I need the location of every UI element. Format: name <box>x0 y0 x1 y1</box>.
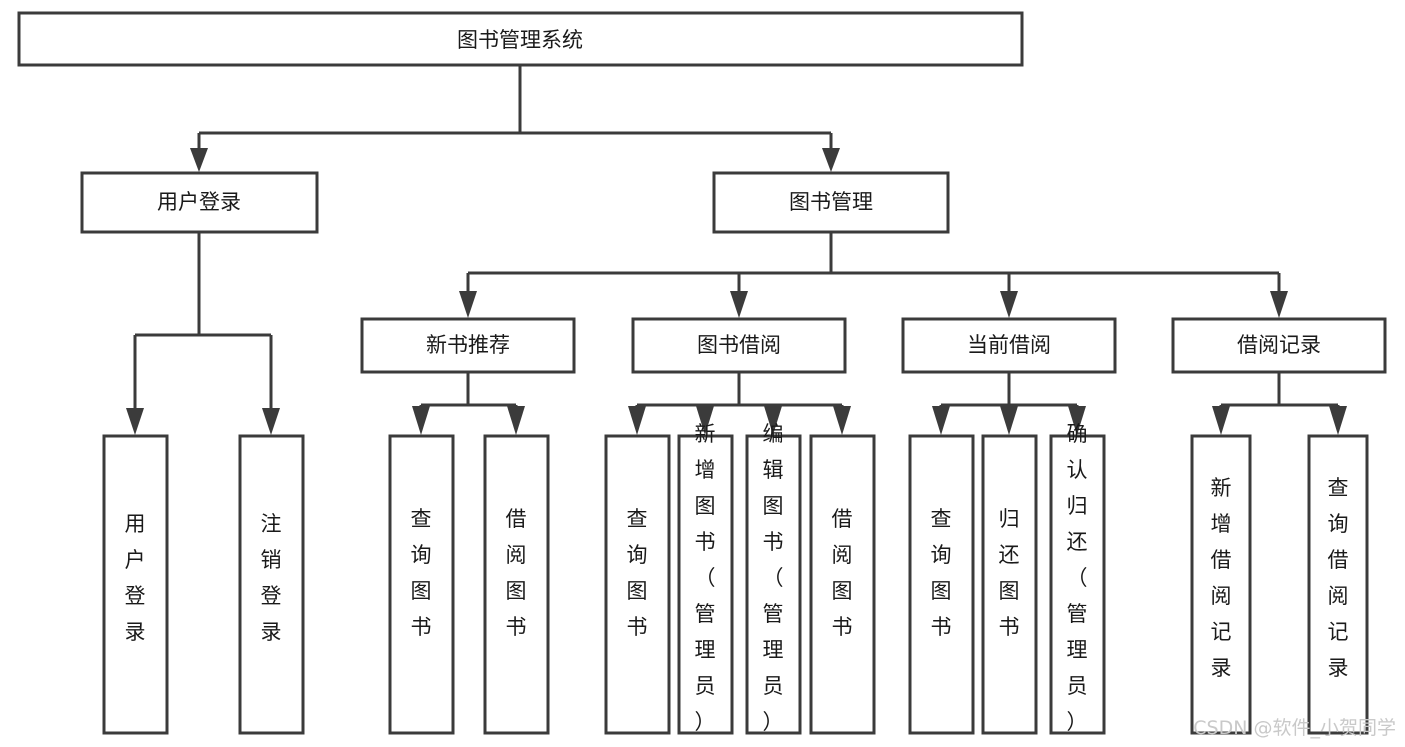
arrow-head-leaf-query-book-1 <box>412 406 430 435</box>
arrow-head-leaf-add-book <box>696 406 714 435</box>
connector-group <box>126 65 1347 435</box>
node-leaf-query-book-1-label: 查询图书 <box>411 507 432 639</box>
node-user-login-label: 用户登录 <box>157 190 241 214</box>
node-leaf-borrow-book-2-label: 借阅图书 <box>832 507 853 639</box>
arrow-head-leaf-query-book-3 <box>932 406 950 435</box>
node-leaf-add-record-label: 新增借阅记录 <box>1211 476 1232 680</box>
node-leaf-add-book-box[interactable] <box>677 434 734 735</box>
node-book-borrow-label: 图书借阅 <box>697 333 781 357</box>
node-leaf-query-book-3-box[interactable] <box>908 434 975 735</box>
node-leaf-edit-book-label: 编辑图书（管理员） <box>763 422 784 734</box>
node-new-book-recommend-label: 新书推荐 <box>426 333 510 357</box>
node-leaf-edit-book-box[interactable] <box>745 434 802 735</box>
node-leaf-query-record-box[interactable] <box>1307 434 1369 735</box>
node-leaf-confirm-return[interactable]: 确认归还（管理员） <box>1049 422 1106 735</box>
node-leaf-add-book[interactable]: 新增图书（管理员） <box>677 422 734 735</box>
node-current-borrow-label: 当前借阅 <box>967 333 1051 357</box>
node-book-manage-box[interactable] <box>712 171 950 234</box>
node-leaf-query-book-2-label: 查询图书 <box>627 507 648 639</box>
arrow-head-user-login <box>190 148 208 172</box>
node-leaf-borrow-book-2[interactable]: 借阅图书 <box>809 434 876 735</box>
arrow-head-new-book-recommend <box>459 291 477 318</box>
node-root-box[interactable] <box>17 11 1024 67</box>
node-leaf-user-logout[interactable]: 注销登录 <box>238 434 305 735</box>
node-leaf-borrow-book-1-label: 借阅图书 <box>506 507 527 639</box>
arrow-head-leaf-user-login <box>126 408 144 435</box>
node-leaf-return-book[interactable]: 归还图书 <box>981 434 1038 735</box>
node-leaf-borrow-book-2-box[interactable] <box>809 434 876 735</box>
arrow-head-borrow-record <box>1270 291 1288 318</box>
watermark-label: CSDN @软件_小贺同学 <box>1193 717 1396 739</box>
node-user-login[interactable]: 用户登录 <box>80 171 319 234</box>
node-new-book-recommend-box[interactable] <box>360 317 576 374</box>
node-leaf-user-logout-label: 注销登录 <box>261 512 282 644</box>
node-leaf-user-login-box[interactable] <box>102 434 169 735</box>
node-current-borrow-box[interactable] <box>901 317 1117 374</box>
node-leaf-query-book-3-label: 查询图书 <box>931 507 952 639</box>
node-leaf-borrow-book-1[interactable]: 借阅图书 <box>483 434 550 735</box>
node-root-label: 图书管理系统 <box>457 28 583 52</box>
node-book-manage[interactable]: 图书管理 <box>712 171 950 234</box>
node-current-borrow[interactable]: 当前借阅 <box>901 317 1117 374</box>
arrow-head-leaf-confirm-return <box>1068 406 1086 435</box>
arrow-head-book-manage <box>822 148 840 172</box>
node-leaf-edit-book[interactable]: 编辑图书（管理员） <box>745 422 802 735</box>
node-leaf-confirm-return-box[interactable] <box>1049 434 1106 735</box>
arrow-head-leaf-borrow-book-1 <box>507 406 525 435</box>
node-leaf-user-login-label: 用户登录 <box>125 512 146 644</box>
node-leaf-query-book-1[interactable]: 查询图书 <box>388 434 455 735</box>
arrow-head-book-borrow <box>730 291 748 318</box>
arrow-head-leaf-return-book <box>1000 406 1018 435</box>
node-book-borrow-box[interactable] <box>631 317 847 374</box>
node-borrow-record-label: 借阅记录 <box>1237 333 1321 357</box>
node-leaf-add-record-box[interactable] <box>1190 434 1252 735</box>
arrow-head-leaf-query-book-2 <box>628 406 646 435</box>
node-leaf-query-record[interactable]: 查询借阅记录 <box>1307 434 1369 735</box>
node-leaf-borrow-book-1-box[interactable] <box>483 434 550 735</box>
node-borrow-record[interactable]: 借阅记录 <box>1171 317 1387 374</box>
node-book-borrow[interactable]: 图书借阅 <box>631 317 847 374</box>
node-borrow-record-box[interactable] <box>1171 317 1387 374</box>
node-leaf-confirm-return-label: 确认归还（管理员） <box>1067 422 1088 734</box>
node-leaf-return-book-label: 归还图书 <box>999 507 1020 639</box>
node-leaf-query-book-3[interactable]: 查询图书 <box>908 434 975 735</box>
node-leaf-query-record-label: 查询借阅记录 <box>1328 476 1349 680</box>
node-leaf-user-login[interactable]: 用户登录 <box>102 434 169 735</box>
arrow-head-current-borrow <box>1000 291 1018 318</box>
node-leaf-return-book-box[interactable] <box>981 434 1038 735</box>
arrow-head-leaf-borrow-book-2 <box>833 406 851 435</box>
arrow-head-leaf-edit-book <box>764 406 782 435</box>
node-leaf-user-logout-box[interactable] <box>238 434 305 735</box>
node-leaf-query-book-1-box[interactable] <box>388 434 455 735</box>
node-leaf-add-book-label: 新增图书（管理员） <box>695 422 716 734</box>
arrow-head-leaf-add-record <box>1212 406 1230 435</box>
node-leaf-add-record[interactable]: 新增借阅记录 <box>1190 434 1252 735</box>
node-leaf-query-book-2-box[interactable] <box>604 434 671 735</box>
arrow-head-leaf-user-logout <box>262 408 280 435</box>
arrow-head-leaf-query-record <box>1329 406 1347 435</box>
node-root[interactable]: 图书管理系统 <box>17 11 1024 67</box>
node-leaf-query-book-2[interactable]: 查询图书 <box>604 434 671 735</box>
node-new-book-recommend[interactable]: 新书推荐 <box>360 317 576 374</box>
node-book-manage-label: 图书管理 <box>789 190 873 214</box>
node-user-login-box[interactable] <box>80 171 319 234</box>
